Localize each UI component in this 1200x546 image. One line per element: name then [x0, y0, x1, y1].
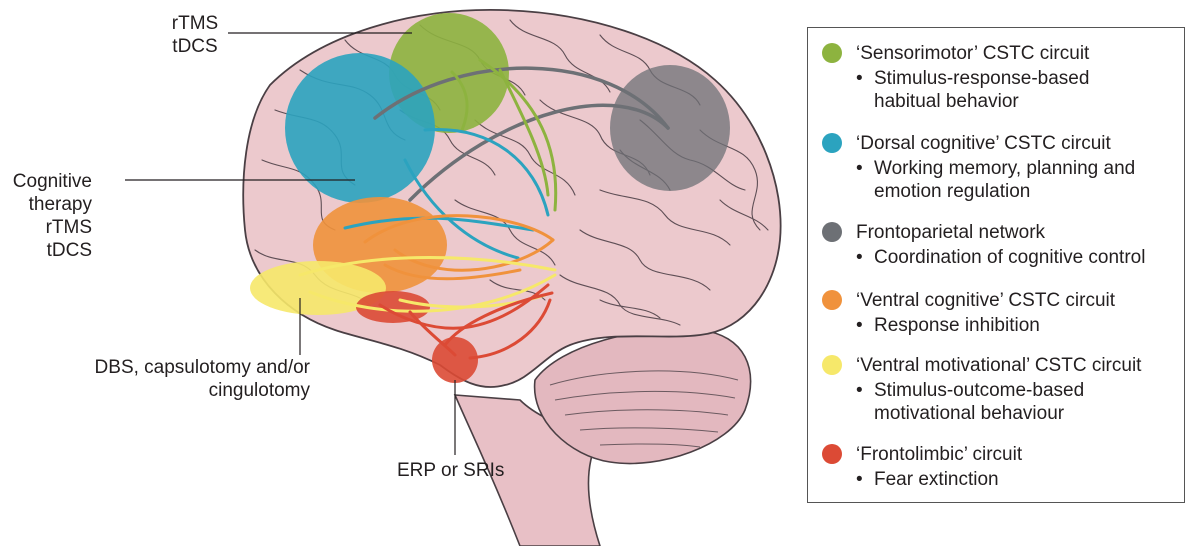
bullet-icon: • [856, 247, 863, 268]
legend-item-title: ‘Dorsal cognitive’ CSTC circuit [856, 133, 1111, 154]
legend-desc-line: Stimulus-response-based [874, 68, 1090, 89]
legend-item-description: • Coordination of cognitive control [856, 246, 1145, 269]
frontolimbic-fibres [378, 283, 554, 360]
annotation-left-line4: tDCS [46, 240, 92, 261]
ventral-cognitive-color-dot [822, 290, 842, 310]
legend-item-title: ‘Ventral motivational’ CSTC circuit [856, 355, 1142, 376]
annotation-left-line3: rTMS [45, 217, 92, 238]
legend-desc-line: Coordination of cognitive control [874, 247, 1146, 268]
cerebellum-folia [549, 370, 739, 448]
legend-item-title: Frontoparietal network [856, 222, 1046, 243]
legend-desc-line: emotion regulation [874, 181, 1031, 202]
bullet-icon: • [856, 158, 863, 179]
annotation-bottom-left-line2: cingulotomy [208, 380, 310, 401]
legend-desc-line: Response inhibition [874, 315, 1040, 336]
frontoparietal-region [610, 65, 730, 191]
annotation-left: Cognitive therapy rTMS tDCS [0, 170, 92, 262]
annotation-top: rTMS tDCS [165, 12, 225, 58]
ventral-cognitive-fibres [363, 214, 555, 281]
bullet-icon: • [856, 68, 863, 89]
legend-item-description: • Fear extinction [856, 468, 999, 491]
legend-item-title: ‘Sensorimotor’ CSTC circuit [856, 43, 1090, 64]
leader-lines [125, 32, 456, 455]
legend-item-description: • Response inhibition [856, 314, 1040, 337]
annotation-left-line2: therapy [28, 194, 92, 215]
legend-desc-line: Fear extinction [874, 469, 999, 490]
frontolimbic-node [432, 337, 478, 383]
legend-item-description: • Working memory, planning and emotion r… [856, 157, 1135, 203]
annotation-top-line1: rTMS [171, 13, 219, 34]
annotation-left-line1: Cognitive [12, 171, 92, 192]
legend-desc-line: Stimulus-outcome-based [874, 380, 1085, 401]
ventral-motivational-color-dot [822, 355, 842, 375]
sensorimotor-fibres [450, 58, 558, 212]
bullet-icon: • [856, 469, 863, 490]
frontolimbic-color-dot [822, 444, 842, 464]
sensorimotor-color-dot [822, 43, 842, 63]
dorsal-color-dot [822, 133, 842, 153]
legend-desc-line: Working memory, planning and [874, 158, 1136, 179]
annotation-bottom: ERP or SRIs [397, 460, 505, 481]
annotation-top-line2: tDCS [172, 36, 218, 57]
bullet-icon: • [856, 380, 863, 401]
legend-item-title: ‘Ventral cognitive’ CSTC circuit [856, 290, 1116, 311]
bullet-icon: • [856, 315, 863, 336]
dorsal-fibres [343, 128, 550, 260]
dorsal-cognitive-region [285, 53, 435, 203]
annotation-bottom-left-line1: DBS, capsulotomy and/or [94, 357, 310, 378]
annotation-bottom-left: DBS, capsulotomy and/or cingulotomy [60, 356, 310, 402]
legend-item-description: • Stimulus-response-based habitual behav… [856, 67, 1089, 113]
frontoparietal-color-dot [822, 222, 842, 242]
ventral-motivational-region [250, 261, 386, 315]
legend-item-description: • Stimulus-outcome-based motivational be… [856, 379, 1084, 425]
legend: ‘Sensorimotor’ CSTC circuit • Stimulus-r… [807, 27, 1185, 503]
frontoparietal-fibres [373, 66, 670, 202]
legend-desc-line: habitual behavior [874, 91, 1019, 112]
legend-desc-line: motivational behaviour [874, 403, 1065, 424]
legend-item-title: ‘Frontolimbic’ circuit [856, 444, 1023, 465]
